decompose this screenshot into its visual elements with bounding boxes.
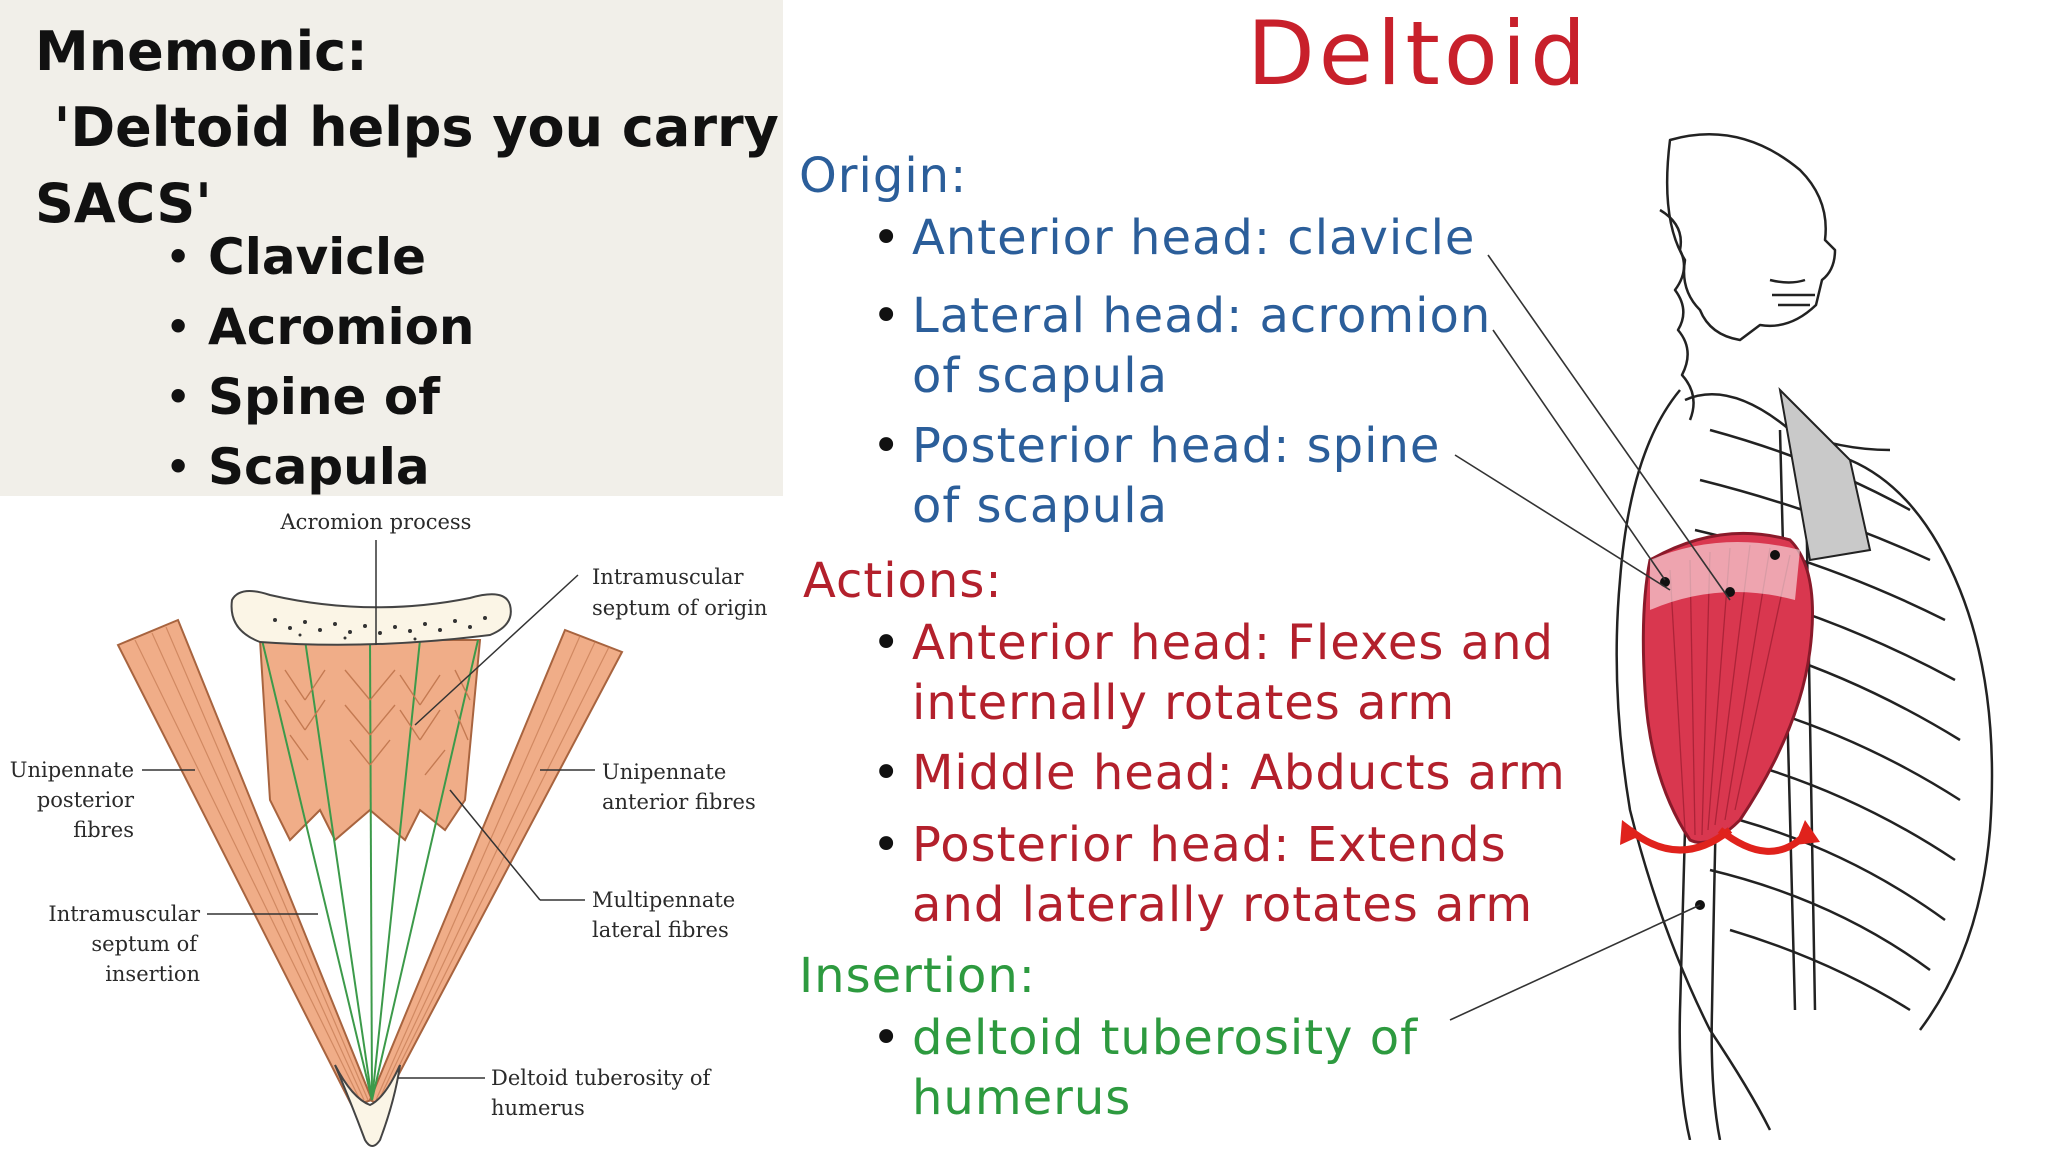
mnemonic-list: Clavicle Acromion Spine of Scapula <box>160 222 475 502</box>
label-unipennate-posterior-1: Unipennate <box>10 758 134 782</box>
mnemonic-phrase-line1: 'Deltoid helps you carry <box>35 96 779 159</box>
insertion-item-line1: deltoid tuberosity of <box>912 1010 1418 1066</box>
humerus-tuberosity <box>334 1064 401 1147</box>
insertion-list: deltoid tuberosity of humerus <box>868 1008 1418 1128</box>
label-septum-insertion-1: Intramuscular <box>48 902 201 926</box>
deltoid-infographic: Deltoid Origin: Anterior head: clavicle … <box>783 2 2048 1152</box>
label-unipennate-anterior-2: anterior fibres <box>602 790 756 814</box>
label-septum-insertion-3: insertion <box>105 962 200 986</box>
actions-heading: Actions: <box>803 553 1003 609</box>
origin-item-posterior-line2: of scapula <box>912 478 1168 534</box>
origin-item-anterior: Anterior head: clavicle <box>868 208 1491 268</box>
insertion-item-line2: humerus <box>912 1070 1132 1126</box>
mnemonic-item-acromion: Acromion <box>160 292 475 362</box>
label-tuberosity-2: humerus <box>491 1096 585 1120</box>
label-multipennate-1: Multipennate <box>592 888 735 912</box>
action-item-posterior-line2: and laterally rotates arm <box>912 877 1534 933</box>
origin-list: Anterior head: clavicle Lateral head: ac… <box>868 208 1491 536</box>
deltoid-structure-diagram: Acromion process Intramuscular septum of… <box>10 510 767 1147</box>
origin-item-lateral-line2: of scapula <box>912 348 1168 404</box>
origin-item-lateral-line1: Lateral head: acromion <box>912 288 1492 344</box>
skeleton-deltoid-illustration <box>1615 133 1994 1140</box>
deltoid-muscle <box>1641 531 1814 844</box>
mnemonic-item-scapula: Scapula <box>160 432 475 502</box>
label-unipennate-posterior-2: posterior <box>37 788 135 812</box>
origin-item-anterior-text: Anterior head: clavicle <box>912 210 1476 266</box>
insertion-item: deltoid tuberosity of humerus <box>868 1008 1418 1128</box>
label-tuberosity-1: Deltoid tuberosity of <box>491 1066 713 1090</box>
action-item-middle-text: Middle head: Abducts arm <box>912 745 1566 801</box>
label-multipennate-2: lateral fibres <box>592 918 729 942</box>
action-item-posterior-line1: Posterior head: Extends <box>912 817 1507 873</box>
action-item-anterior-line1: Anterior head: Flexes and <box>912 615 1554 671</box>
infographic-title: Deltoid <box>1247 2 1591 105</box>
label-unipennate-anterior-1: Unipennate <box>602 760 726 784</box>
mnemonic-item-spine-of: Spine of <box>160 362 475 432</box>
mnemonic-title: Mnemonic: <box>35 20 368 83</box>
action-item-middle: Middle head: Abducts arm <box>868 743 1566 803</box>
label-acromion-process: Acromion process <box>280 510 472 534</box>
origin-heading: Origin: <box>799 148 968 204</box>
label-unipennate-posterior-3: fibres <box>73 818 134 842</box>
insertion-heading: Insertion: <box>799 948 1036 1004</box>
action-item-anterior-line2: internally rotates arm <box>912 675 1456 731</box>
acromion-bone <box>230 590 512 646</box>
mnemonic-item-clavicle: Clavicle <box>160 222 475 292</box>
mnemonic-panel: Mnemonic: 'Deltoid helps you carry SACS'… <box>0 0 783 502</box>
label-septum-origin-2: septum of origin <box>592 596 767 620</box>
action-item-posterior: Posterior head: Extends and laterally ro… <box>868 815 1566 935</box>
origin-item-posterior-line1: Posterior head: spine <box>912 418 1441 474</box>
label-septum-origin-1: Intramuscular <box>592 565 745 589</box>
skull <box>1665 133 1837 342</box>
action-item-anterior: Anterior head: Flexes and internally rot… <box>868 613 1566 733</box>
origin-item-posterior: Posterior head: spine of scapula <box>868 416 1491 536</box>
actions-list: Anterior head: Flexes and internally rot… <box>868 613 1566 935</box>
origin-item-lateral: Lateral head: acromion of scapula <box>868 286 1491 406</box>
mnemonic-heading: Mnemonic: 'Deltoid helps you carry SACS' <box>35 14 779 242</box>
label-septum-insertion-2: septum of <box>91 932 199 956</box>
